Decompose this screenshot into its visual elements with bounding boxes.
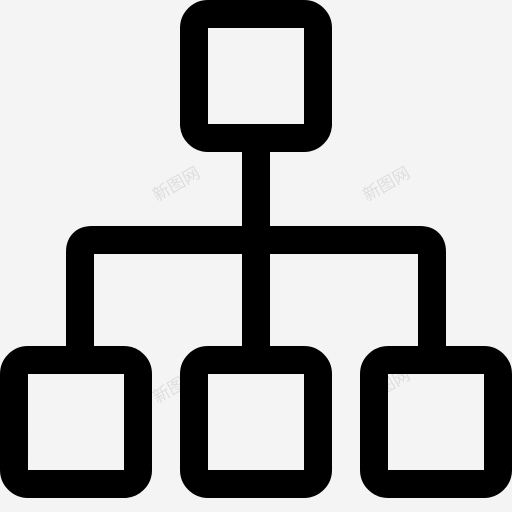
bottom-right-node-box xyxy=(360,346,512,498)
bottom-middle-node-box xyxy=(180,346,332,498)
bottom-left-node-box xyxy=(0,346,152,498)
top-node-box xyxy=(180,0,332,152)
